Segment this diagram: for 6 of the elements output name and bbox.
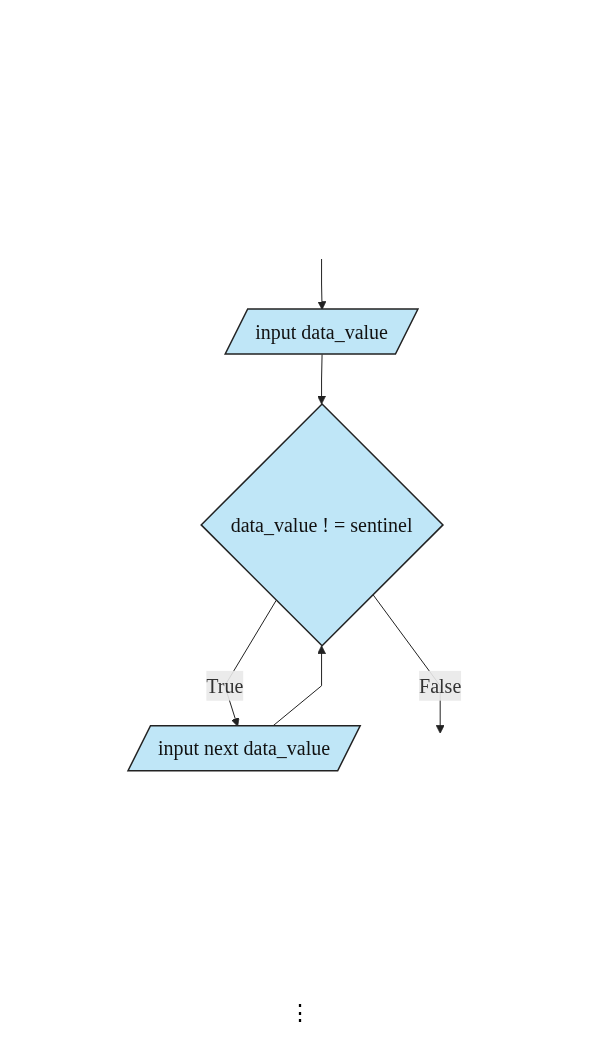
node-diamond: data_value ! = sentinel [200, 403, 445, 647]
ellipsis-note: ⋮ [287, 1000, 312, 1026]
edge-label: True [206, 674, 244, 697]
arrow [317, 354, 327, 405]
edge-label: False [419, 674, 462, 697]
arrow [317, 258, 327, 310]
